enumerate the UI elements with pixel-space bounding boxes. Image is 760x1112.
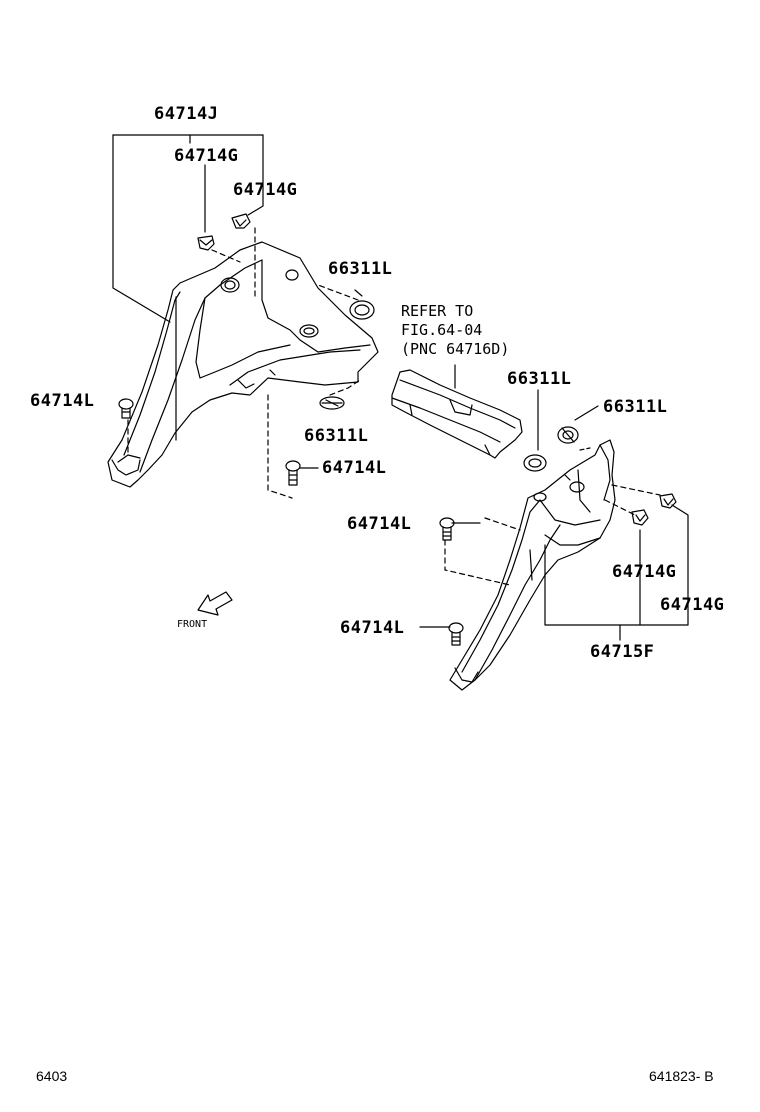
label-64714G-c: 64714G — [612, 562, 677, 582]
right-quarter-trim-panel — [449, 439, 616, 691]
refer-note-line3: (PNC 64716D) — [401, 340, 510, 358]
label-64714G-b: 64714G — [233, 180, 298, 200]
label-64714L-c: 64714L — [347, 514, 412, 534]
front-label: FRONT — [177, 619, 208, 630]
refer-note-line1: REFER TO — [401, 302, 474, 320]
front-arrow-icon — [197, 591, 233, 616]
label-66311L-b: 66311L — [304, 426, 369, 446]
left-leader-lines — [112, 134, 363, 499]
label-66311L-d: 66311L — [603, 397, 668, 417]
label-64714L-a: 64714L — [30, 391, 95, 411]
left-quarter-trim-panel — [107, 241, 379, 488]
label-64714G-d: 64714G — [660, 595, 725, 615]
label-64714L-b: 64714L — [322, 458, 387, 478]
right-leader-lines — [419, 389, 689, 641]
label-64714L-d: 64714L — [340, 618, 405, 638]
label-64714G-a: 64714G — [174, 146, 239, 166]
label-64714J: 64714J — [154, 104, 219, 124]
left-fasteners — [118, 213, 375, 486]
footer-right-code: 641823- B — [649, 1068, 714, 1084]
label-64715F: 64715F — [590, 642, 655, 662]
center-trim-piece — [391, 364, 523, 459]
right-fasteners — [439, 426, 677, 646]
refer-note-line2: FIG.64-04 — [401, 321, 483, 339]
label-66311L-a: 66311L — [328, 259, 393, 279]
label-66311L-c: 66311L — [507, 369, 572, 389]
footer-left-code: 6403 — [36, 1068, 68, 1084]
